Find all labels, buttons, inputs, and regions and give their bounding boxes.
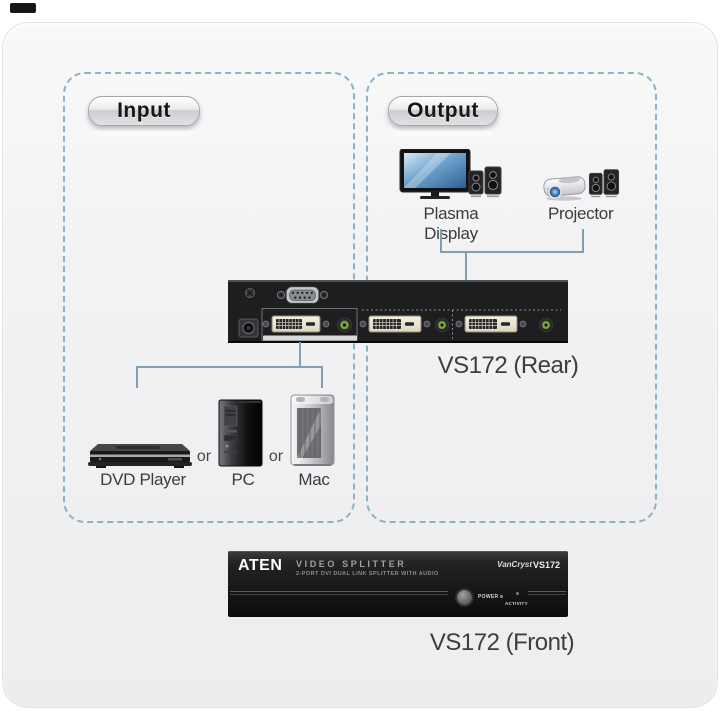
power-button [455, 588, 474, 607]
output-badge: Output [388, 96, 498, 126]
output-badge-reflection [392, 128, 492, 136]
card-slot-bar [263, 335, 357, 341]
series-text: VanCryst [497, 560, 532, 569]
input-badge-reflection [96, 128, 192, 136]
model-text: VS172 [532, 559, 560, 570]
or-label: or [268, 448, 284, 465]
dvd-player-label: DVD Player [100, 470, 186, 489]
rear-caption: VS172 (Rear) [437, 352, 579, 379]
speakers-icon [588, 169, 620, 198]
panel-groove [528, 591, 566, 595]
screw-icon [245, 288, 255, 298]
aten-logo: ATEN [238, 557, 283, 574]
activity-label: ACTIVITY [505, 601, 528, 606]
connector-line [299, 342, 301, 368]
connector-line [136, 366, 138, 388]
dvd-player-icon [88, 444, 192, 468]
activity-led [516, 592, 519, 595]
pc-tower-icon [218, 399, 263, 467]
pc-label: PC [231, 470, 255, 489]
rear-panel-image [228, 280, 568, 343]
corner-mark [10, 3, 36, 13]
speakers-icon [468, 166, 502, 198]
mac-tower-icon [290, 394, 335, 467]
connector-line [440, 229, 442, 253]
projector-label: Projector [548, 204, 614, 223]
power-label: POWER [478, 594, 499, 600]
plasma-display-icon [399, 149, 471, 199]
mac-label: Mac [298, 470, 330, 489]
connector-line [440, 251, 584, 253]
plasma-display-label: Plasma Display [423, 204, 479, 243]
power-jack [238, 318, 259, 338]
front-caption: VS172 (Front) [429, 629, 575, 656]
connector-line [582, 229, 584, 253]
product-line-text: VIDEO SPLITTER [296, 559, 407, 569]
or-label: or [196, 448, 212, 465]
power-led [500, 595, 503, 598]
serial-port [276, 285, 329, 305]
panel-groove [230, 591, 448, 595]
dvi-in-connector [262, 315, 352, 333]
input-badge: Input [88, 96, 200, 126]
front-panel-image: ATEN VIDEO SPLITTER 2-PORT DVI DUAL LINK… [228, 551, 568, 617]
dvi-out2-connector [455, 315, 553, 333]
projector-icon [543, 176, 586, 201]
connector-line [465, 251, 467, 281]
connector-line [321, 366, 323, 388]
dvi-out1-connector [359, 315, 449, 333]
product-subtitle-text: 2-PORT DVI DUAL LINK SPLITTER WITH AUDIO [296, 571, 439, 577]
connector-line [136, 366, 323, 368]
